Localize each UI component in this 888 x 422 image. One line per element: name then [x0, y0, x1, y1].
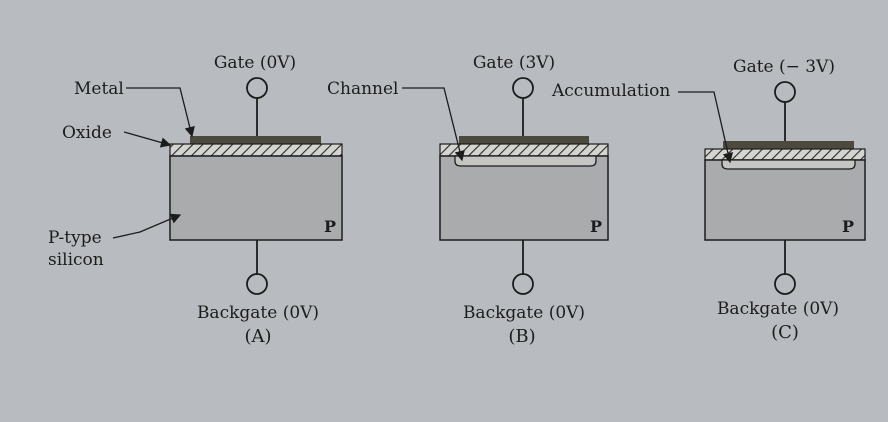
gate-label-a: Gate (0V): [214, 53, 296, 73]
channel-pointer: [402, 87, 465, 162]
channel-annotation: Channel: [327, 79, 399, 99]
substrate-type-a: P: [324, 217, 336, 236]
metal-pointer: [126, 87, 195, 138]
metal-layer-c: [723, 141, 854, 149]
backgate-terminal-b: [512, 273, 534, 295]
gate-terminal-a: [246, 77, 268, 99]
accumulation-pointer: [678, 91, 734, 164]
caption-a: (A): [244, 326, 271, 347]
ptype-pointer: [112, 213, 182, 239]
device-a: Gate (0V) P Backgate (0V) (A): [169, 53, 343, 347]
accumulation-layer-c: [721, 159, 856, 170]
substrate-type-c: P: [842, 217, 854, 236]
oxide-layer-a: [169, 143, 343, 157]
accumulation-annotation: Accumulation: [551, 81, 670, 101]
caption-c: (C): [771, 322, 799, 343]
gate-label-c: Gate (− 3V): [733, 57, 835, 77]
backgate-label-c: Backgate (0V): [717, 299, 839, 319]
device-c: Gate (− 3V) P Backgate (0V) (C): [704, 57, 866, 343]
metal-annotation: Metal: [74, 79, 124, 99]
substrate-type-b: P: [590, 217, 602, 236]
oxide-layer-b: [439, 143, 609, 157]
backgate-terminal-c: [774, 273, 796, 295]
metal-layer-b: [459, 136, 589, 144]
silicon-substrate-b: [439, 155, 609, 241]
gate-terminal-b: [512, 77, 534, 99]
silicon-substrate-c: [704, 159, 866, 241]
inversion-channel-b: [454, 155, 597, 167]
metal-layer-a: [190, 136, 321, 144]
ptype-annotation-line2: silicon: [48, 250, 104, 270]
gate-label-b: Gate (3V): [473, 53, 555, 73]
ptype-annotation-line1: P-type: [48, 228, 102, 248]
backgate-label-a: Backgate (0V): [197, 303, 319, 323]
oxide-pointer: [123, 131, 172, 148]
backgate-terminal-a: [246, 273, 268, 295]
gate-terminal-c: [774, 81, 796, 103]
oxide-annotation: Oxide: [62, 123, 112, 143]
backgate-label-b: Backgate (0V): [463, 303, 585, 323]
silicon-substrate-a: [169, 155, 343, 241]
caption-b: (B): [508, 326, 535, 347]
device-b: Gate (3V) P Backgate (0V) (B): [439, 53, 609, 347]
